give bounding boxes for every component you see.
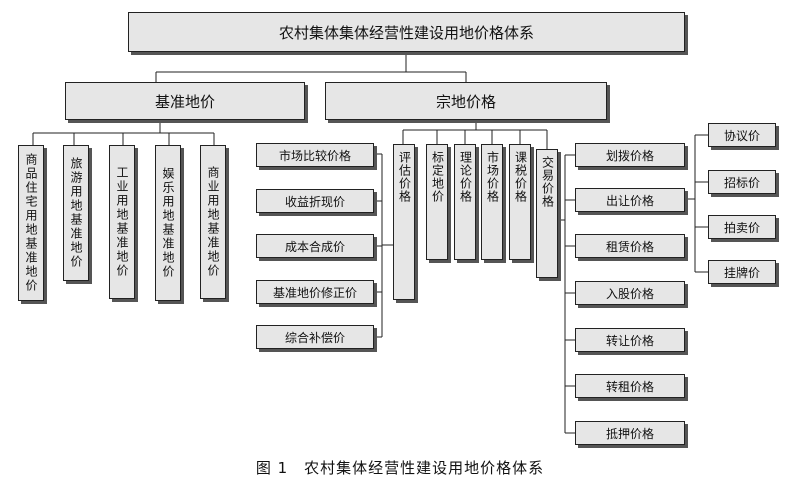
category-tax-price: 课税价格: [509, 144, 531, 260]
category-transaction-price: 交易价格: [536, 149, 558, 278]
category-market-price: 市场价格: [481, 144, 503, 260]
transfer-auction: 拍卖价: [708, 215, 776, 239]
method-compensation: 综合补偿价: [256, 325, 374, 349]
transaction-grant: 出让价格: [575, 188, 685, 212]
benchmark-price-node: 基准地价: [65, 82, 305, 120]
benchmark-item-entertainment: 娱乐用地基准地价: [155, 145, 181, 301]
transaction-equity: 入股价格: [575, 281, 685, 305]
method-market-comparison: 市场比较价格: [256, 143, 374, 167]
benchmark-item-tourism: 旅游用地基准地价: [63, 145, 89, 281]
benchmark-item-commercial: 商业用地基准地价: [200, 145, 226, 299]
benchmark-item-industrial: 工业用地基准地价: [109, 145, 135, 299]
method-cost-composite: 成本合成价: [256, 234, 374, 258]
transaction-transfer: 转让价格: [575, 328, 685, 352]
figure-caption: 图 1 农村集体经营性建设用地价格体系: [255, 459, 545, 477]
transfer-tender: 招标价: [708, 170, 776, 194]
transfer-listing: 挂牌价: [708, 260, 776, 284]
transaction-mortgage: 抵押价格: [575, 421, 685, 445]
benchmark-item-residential: 商品住宅用地基准地价: [18, 145, 44, 301]
category-appraisal-price: 评估价格: [393, 144, 415, 300]
category-standard-price: 标定地价: [426, 144, 448, 260]
transaction-sublease: 转租价格: [575, 374, 685, 398]
transaction-allocation: 划拨价格: [575, 143, 685, 167]
transaction-lease: 租赁价格: [575, 234, 685, 258]
category-theoretical-price: 理论价格: [454, 144, 476, 260]
root-node: 农村集体集体经营性建设用地价格体系: [128, 12, 685, 52]
parcel-price-node: 宗地价格: [325, 82, 607, 120]
transfer-agreement: 协议价: [708, 123, 776, 147]
method-benchmark-adjusted: 基准地价修正价: [256, 280, 374, 304]
method-income-discount: 收益折现价: [256, 189, 374, 213]
